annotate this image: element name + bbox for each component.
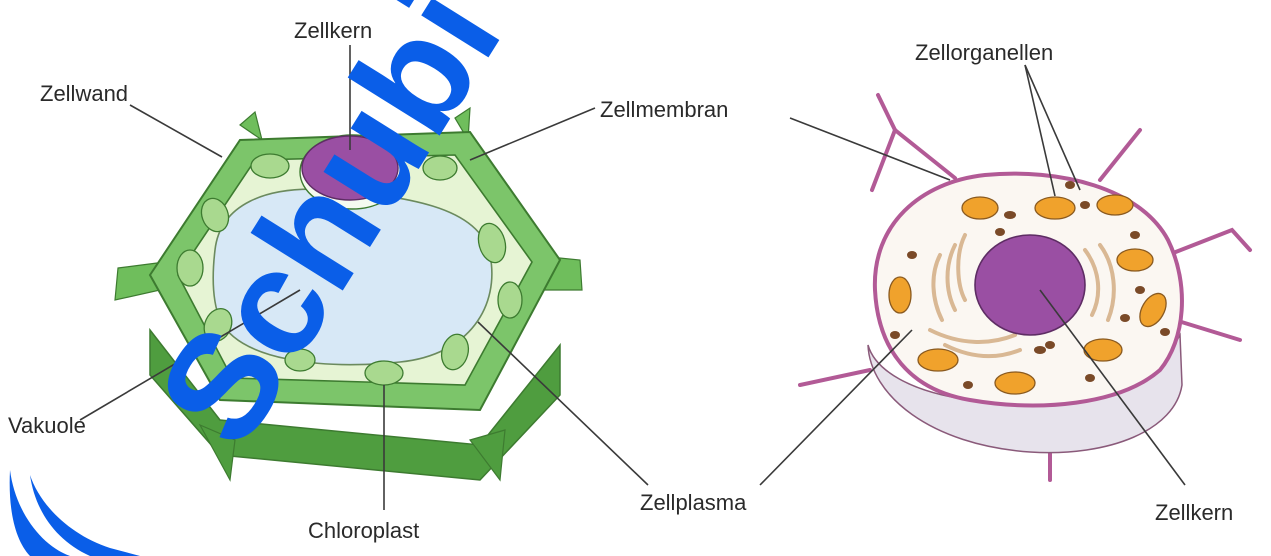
leader-zellplasma-plant bbox=[478, 322, 648, 485]
label-zellkern-animal: Zellkern bbox=[1155, 500, 1233, 525]
mitochondrion bbox=[889, 277, 911, 313]
leader-zellwand bbox=[130, 105, 222, 157]
label-zellwand: Zellwand bbox=[40, 81, 128, 106]
watermark-arc bbox=[10, 470, 70, 556]
plant-wall-spike bbox=[240, 112, 262, 140]
mitochondrion bbox=[1117, 249, 1153, 271]
mitochondrion bbox=[962, 197, 998, 219]
mitochondrion bbox=[995, 372, 1035, 394]
label-zellplasma: Zellplasma bbox=[640, 490, 747, 515]
leader-zellmembran-animal bbox=[790, 118, 950, 180]
label-zellorganellen: Zellorganellen bbox=[915, 40, 1053, 65]
label-vakuole: Vakuole bbox=[8, 413, 86, 438]
mitochondrion bbox=[918, 349, 958, 371]
chloroplast bbox=[365, 361, 403, 385]
animal-nucleus bbox=[975, 235, 1085, 335]
chloroplast bbox=[498, 282, 522, 318]
mitochondrion bbox=[1097, 195, 1133, 215]
leader-zellorganellen-2 bbox=[1025, 65, 1080, 190]
leader-zellplasma-animal bbox=[760, 330, 912, 485]
label-zellmembran: Zellmembran bbox=[600, 97, 728, 122]
label-chloroplast: Chloroplast bbox=[308, 518, 419, 543]
animal-cell: Zellorganellen Zellplasma Zellkern bbox=[640, 40, 1250, 525]
mitochondrion bbox=[1035, 197, 1075, 219]
